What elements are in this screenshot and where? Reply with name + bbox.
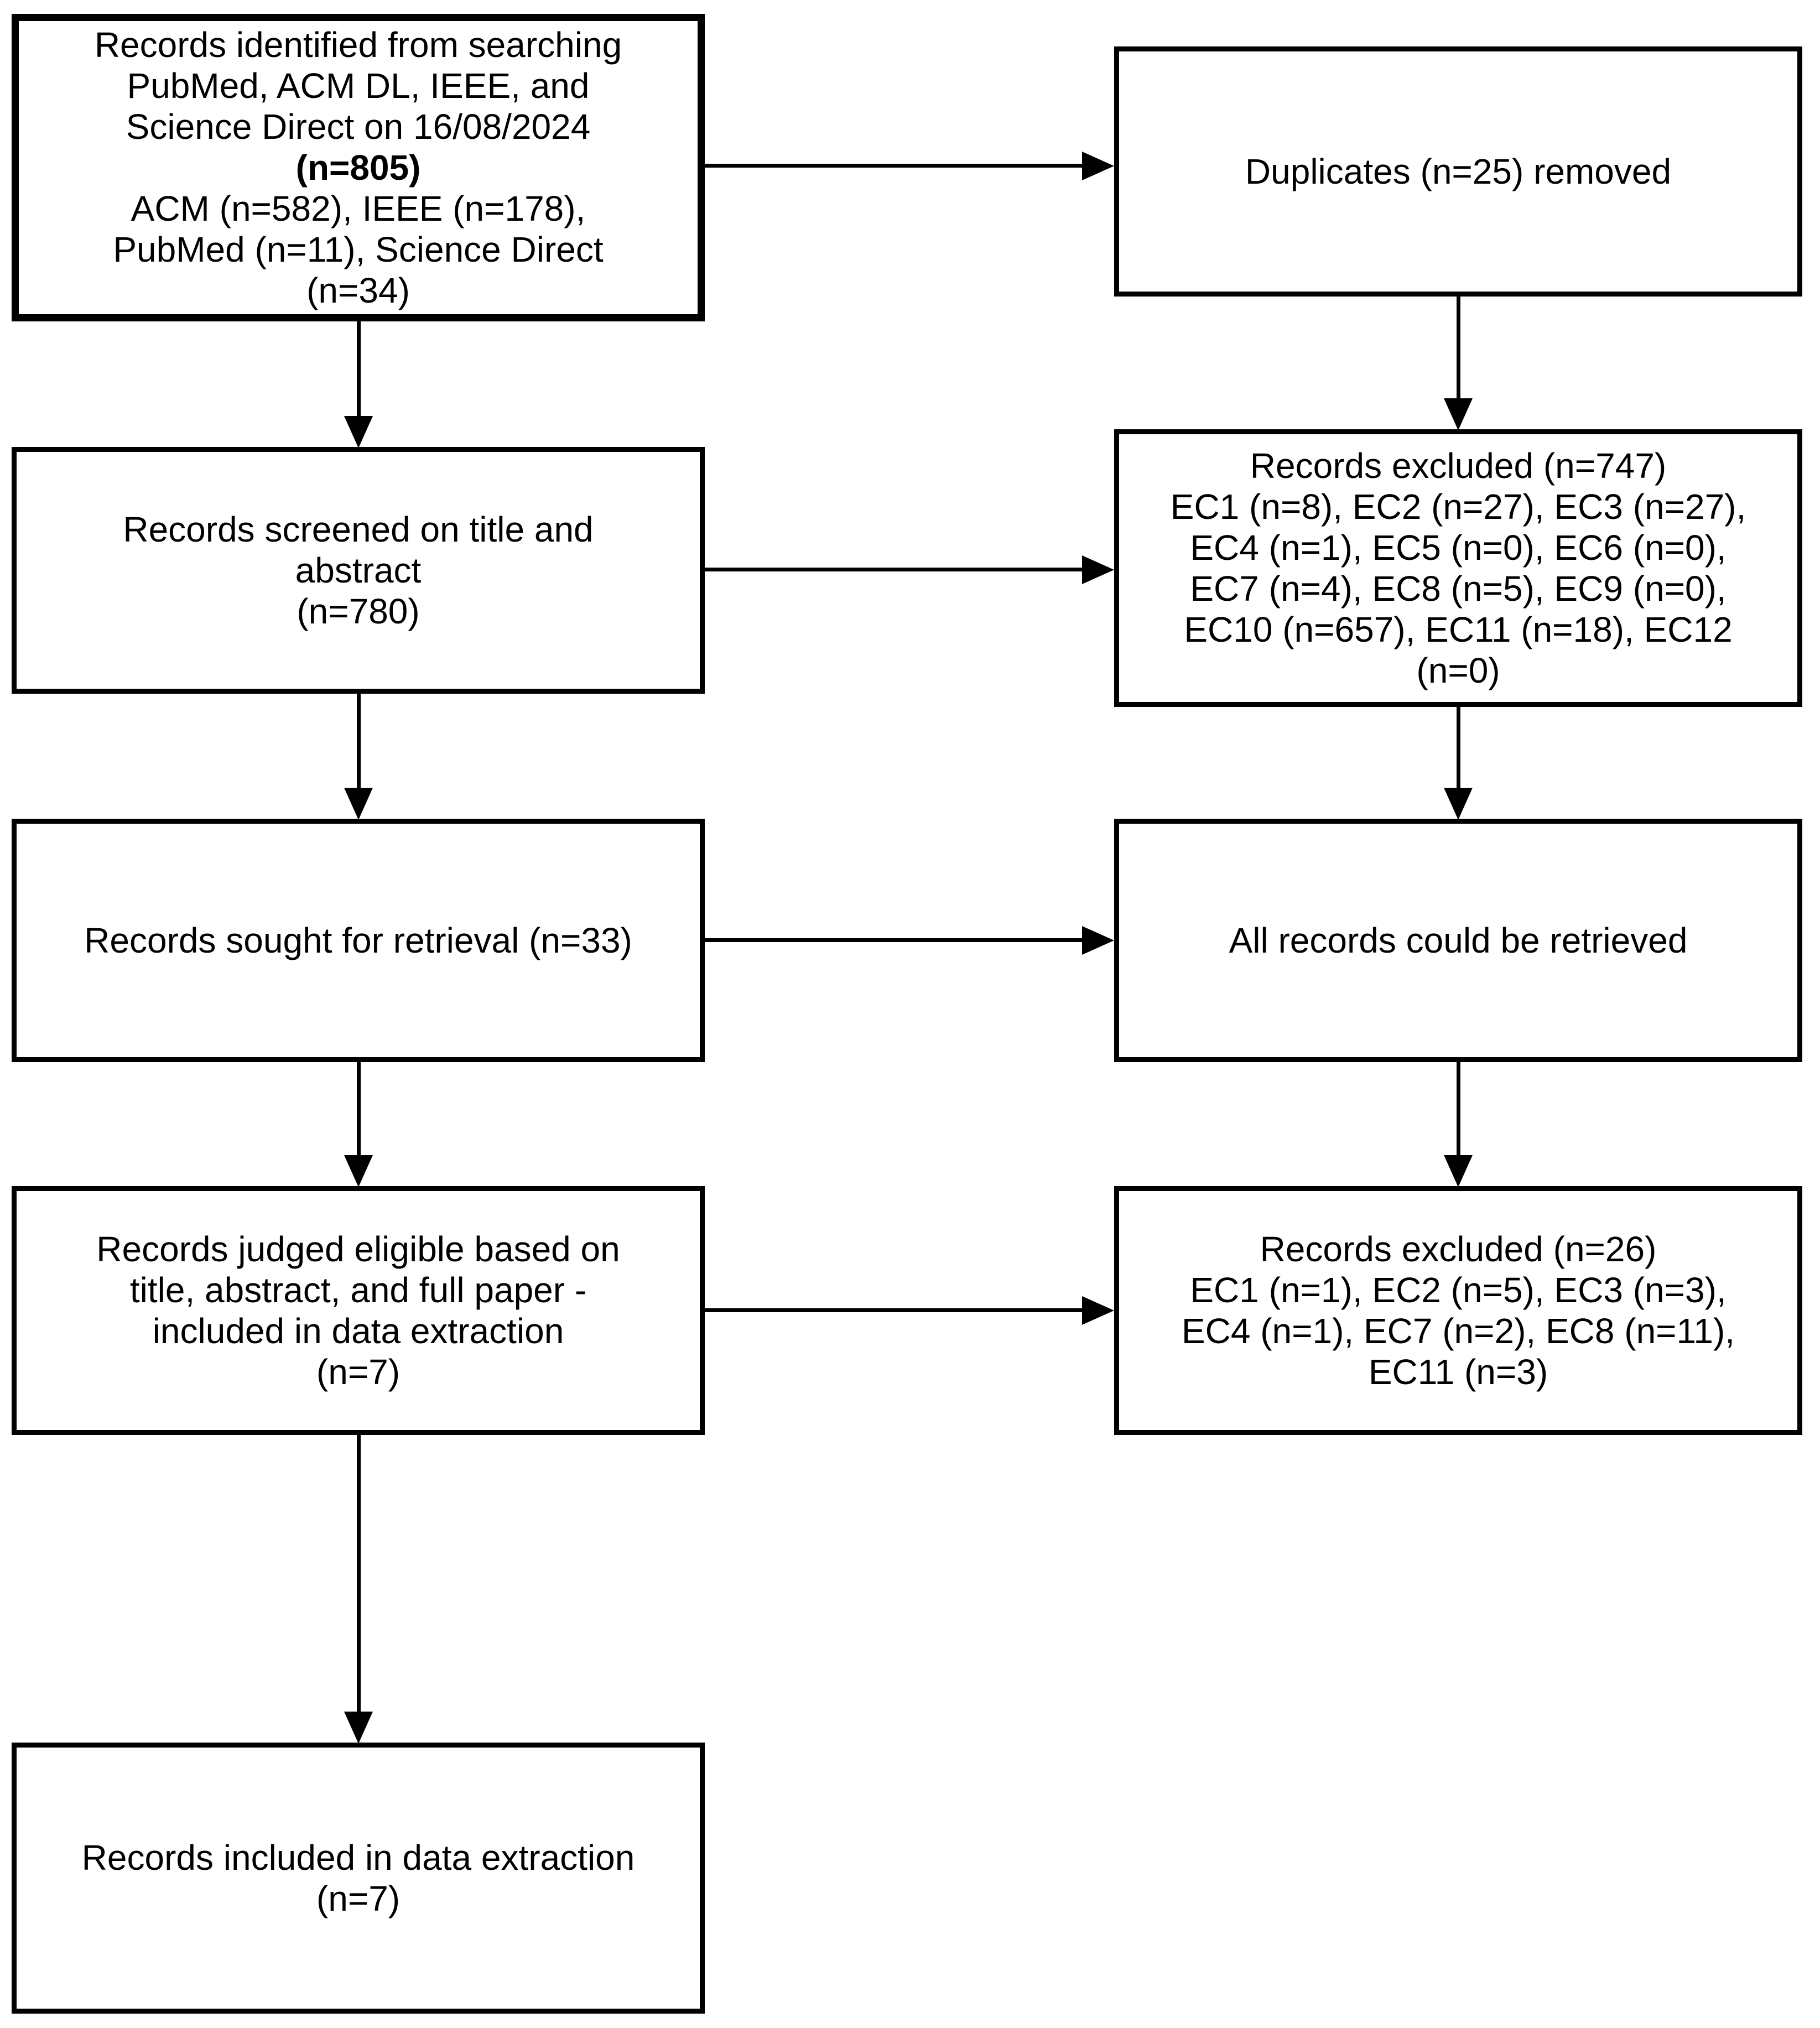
box-records-included: Records included in data extraction (n=7… (12, 1743, 705, 2014)
arrowhead-down-icon (344, 416, 373, 448)
box-text-line: title, abstract, and full paper - (129, 1270, 587, 1310)
arrowhead-down-icon (344, 788, 373, 820)
box-text-line: ACM (n=582), IEEE (n=178), (131, 189, 586, 228)
arrowhead-down-icon (1444, 1155, 1473, 1187)
box-records-excluded-eligibility: Records excluded (n=26) EC1 (n=1), EC2 (… (1114, 1186, 1802, 1435)
arrowhead-right-icon (1082, 152, 1114, 180)
box-text-line: EC4 (n=1), EC7 (n=2), EC8 (n=11), (1181, 1311, 1735, 1351)
box-text-line: Records screened on title and (123, 509, 594, 549)
box-text-line: abstract (295, 550, 422, 590)
box-text-line: (n=780) (297, 591, 420, 631)
box-text-line: EC1 (n=8), EC2 (n=27), EC3 (n=27), (1170, 487, 1746, 527)
box-text-line: EC1 (n=1), EC2 (n=5), EC3 (n=3), (1190, 1270, 1727, 1310)
box-text-line: EC4 (n=1), EC5 (n=0), EC6 (n=0), (1190, 528, 1727, 568)
arrow-shaft (1457, 293, 1460, 401)
box-text-line: (n=34) (306, 271, 410, 310)
box-text-line: (n=0) (1416, 651, 1500, 690)
box-text-line: PubMed, ACM DL, IEEE, and (127, 66, 590, 106)
arrow-shaft (357, 1431, 361, 1714)
arrowhead-down-icon (344, 1155, 373, 1187)
arrow-shaft (1457, 703, 1460, 791)
box-text-line: PubMed (n=11), Science Direct (113, 230, 604, 269)
box-text-line: EC7 (n=4), EC8 (n=5), EC9 (n=0), (1190, 569, 1727, 609)
box-text-line: Records sought for retrieval (n=33) (84, 921, 632, 960)
box-text-line: Records judged eligible based on (96, 1229, 620, 1269)
box-text-line: Records included in data extraction (81, 1838, 635, 1878)
box-records-identified: Records identified from searching PubMed… (12, 14, 705, 321)
box-text-line: included in data extraction (152, 1311, 564, 1351)
box-text-line: All records could be retrieved (1229, 921, 1688, 960)
box-records-sought: Records sought for retrieval (n=33) (12, 819, 705, 1062)
arrow-shaft (700, 938, 1085, 942)
arrowhead-right-icon (1082, 555, 1114, 584)
arrowhead-down-icon (344, 1712, 373, 1744)
box-duplicates-removed: Duplicates (n=25) removed (1114, 46, 1802, 297)
arrowhead-down-icon (1444, 398, 1473, 430)
arrow-shaft (357, 1058, 361, 1157)
box-records-screened: Records screened on title and abstract (… (12, 447, 705, 694)
box-text-line-total-count: (n=805) (295, 148, 421, 188)
box-text-line: EC10 (n=657), EC11 (n=18), EC12 (1184, 610, 1733, 649)
arrowhead-right-icon (1082, 926, 1114, 955)
arrow-shaft (357, 315, 361, 420)
box-records-eligible: Records judged eligible based on title, … (12, 1186, 705, 1435)
arrow-shaft (700, 1308, 1085, 1312)
arrowhead-down-icon (1444, 788, 1473, 820)
box-text-line: Science Direct on 16/08/2024 (126, 107, 591, 147)
arrow-shaft (357, 689, 361, 791)
arrow-shaft (700, 164, 1085, 168)
arrow-shaft (700, 568, 1085, 571)
box-text-line: Records excluded (n=26) (1260, 1229, 1657, 1269)
arrowhead-right-icon (1082, 1296, 1114, 1325)
box-records-retrieved: All records could be retrieved (1114, 819, 1802, 1062)
box-text-line: Records identified from searching (94, 25, 622, 65)
box-text-line: Records excluded (n=747) (1250, 446, 1667, 486)
box-text-line: (n=7) (316, 1352, 401, 1392)
box-text-line: EC11 (n=3) (1368, 1352, 1548, 1392)
arrow-shaft (1457, 1058, 1460, 1157)
box-text-line: Duplicates (n=25) removed (1245, 152, 1672, 191)
box-records-excluded-screening: Records excluded (n=747) EC1 (n=8), EC2 … (1114, 429, 1802, 707)
box-text-line: (n=7) (316, 1879, 401, 1918)
